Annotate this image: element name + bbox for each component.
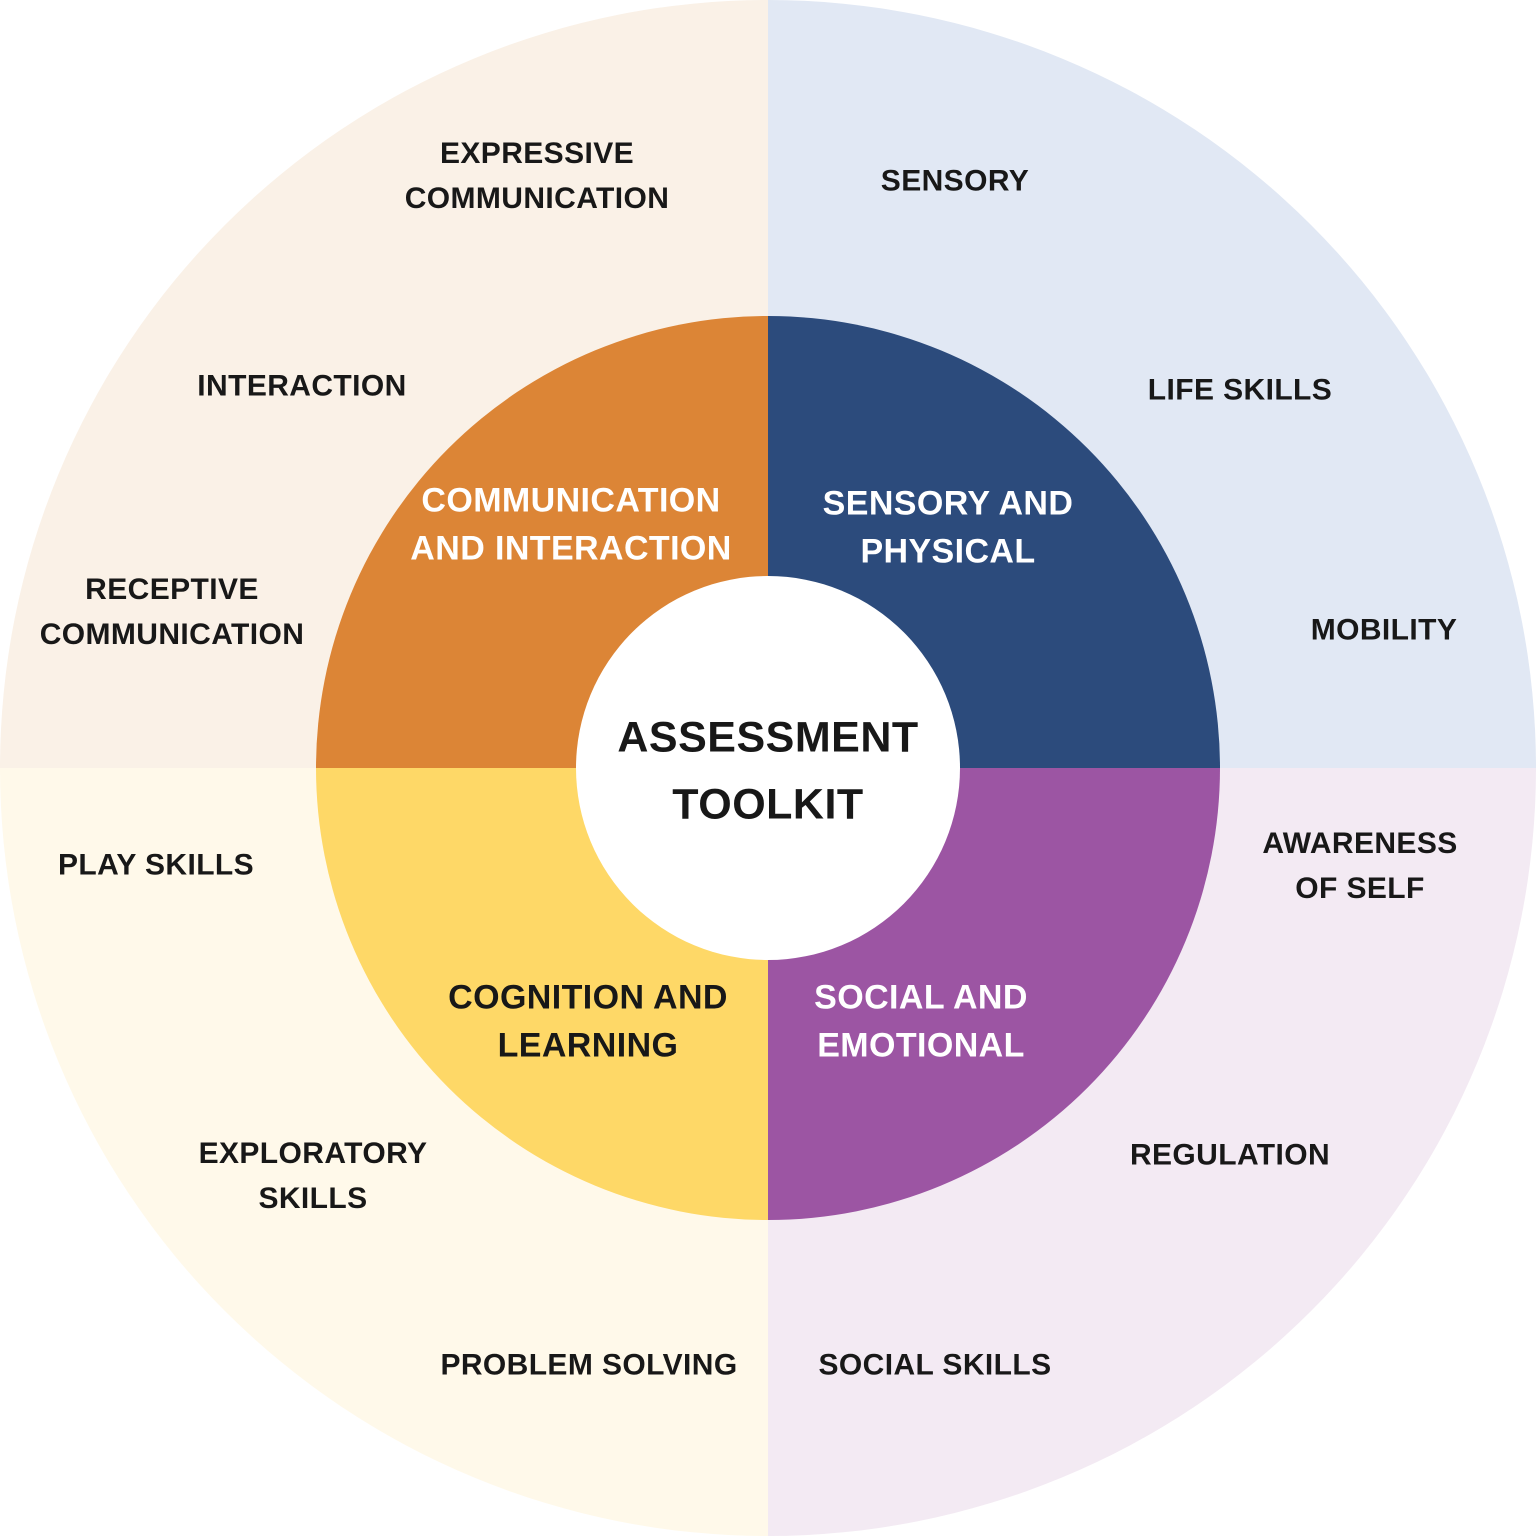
quadrant-label-sensory-and-physical: SENSORY AND PHYSICAL (822, 484, 1074, 570)
item-label-play-skills: PLAY SKILLS (57, 848, 255, 882)
item-label-exploratory-skills: EXPLORATORY SKILLS (198, 1137, 428, 1215)
item-label-interaction: INTERACTION (197, 369, 407, 403)
item-label-sensory: SENSORY (880, 164, 1030, 198)
quadrant-label-cognition-and-learning: COGNITION AND LEARNING (448, 978, 728, 1064)
center-title: ASSESSMENT TOOLKIT (617, 713, 919, 828)
item-label-problem-solving: PROBLEM SOLVING (440, 1348, 738, 1382)
item-label-awareness-of-self: AWARENESS OF SELF (1262, 827, 1458, 905)
item-label-social-skills: SOCIAL SKILLS (818, 1348, 1052, 1382)
item-label-mobility: MOBILITY (1310, 613, 1458, 647)
item-label-life-skills: LIFE SKILLS (1147, 373, 1333, 407)
item-label-receptive-communication: RECEPTIVE COMMUNICATION (39, 573, 305, 651)
center-circle (576, 576, 960, 960)
quadrant-label-communication-and-interaction: COMMUNICATION AND INTERACTION (410, 481, 732, 567)
item-label-regulation: REGULATION (1129, 1138, 1331, 1172)
quadrant-label-social-and-emotional: SOCIAL AND EMOTIONAL (814, 978, 1028, 1064)
item-label-expressive-communication: EXPRESSIVE COMMUNICATION (404, 137, 670, 215)
